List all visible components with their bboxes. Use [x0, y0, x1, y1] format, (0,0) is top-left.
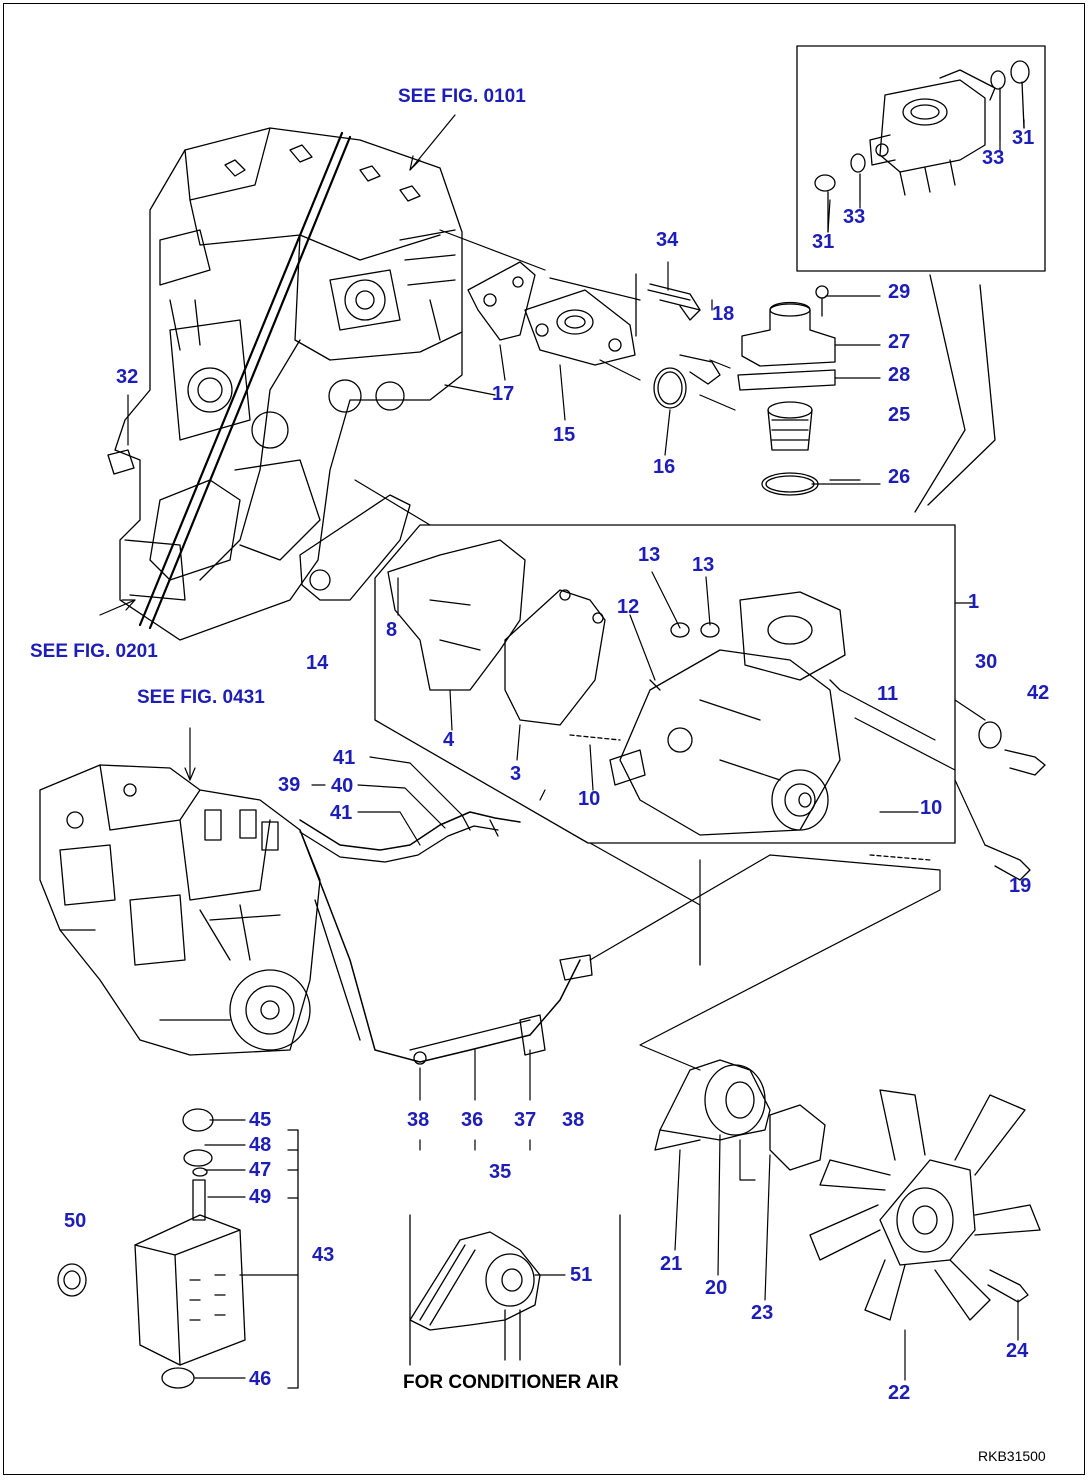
- part-label-4: 4: [443, 729, 455, 751]
- part-label-34: 34: [656, 229, 679, 251]
- hose-and-pipes: [299, 811, 593, 1065]
- injection-pump-illustration: [39, 764, 321, 1056]
- part-label-22: 22: [888, 1382, 911, 1404]
- part-label-24: 24: [1006, 1340, 1029, 1362]
- part-label-26: 26: [888, 466, 911, 488]
- part-label-19: 19: [1009, 875, 1032, 897]
- part-label-8: 8: [386, 619, 398, 641]
- part-label-16: 16: [653, 456, 676, 478]
- drawing-frame: [3, 3, 1085, 1475]
- part-label-41: 41: [333, 747, 356, 769]
- part-label-11: 11: [877, 683, 899, 705]
- part-label-10: 10: [578, 788, 601, 810]
- see-fig-0101-reference[interactable]: SEE FIG. 0101: [398, 86, 526, 107]
- see-fig-0201-reference[interactable]: SEE FIG. 0201: [30, 641, 158, 662]
- part-label-28: 28: [888, 364, 911, 386]
- thermostat-inset: [796, 45, 1046, 513]
- part-label-21: 21: [660, 1253, 683, 1275]
- part-label-47: 47: [249, 1159, 272, 1181]
- water-pump-group: [299, 494, 956, 861]
- part-label-38: 38: [562, 1109, 585, 1131]
- part-label-23: 23: [751, 1302, 774, 1324]
- part-label-25: 25: [888, 404, 911, 426]
- part-label-46: 46: [249, 1368, 272, 1390]
- filter-assembly: [57, 1108, 299, 1389]
- water-flange-parts: [467, 261, 721, 409]
- part-label-32: 32: [116, 366, 139, 388]
- part-label-27: 27: [888, 331, 911, 353]
- part-label-43: 43: [312, 1244, 335, 1266]
- part-label-18: 18: [712, 303, 735, 325]
- part-label-37: 37: [514, 1109, 537, 1131]
- conditioner-pulley: [409, 1214, 621, 1366]
- part-label-17: 17: [492, 383, 515, 405]
- part-label-29: 29: [888, 281, 911, 303]
- part-label-48: 48: [249, 1134, 272, 1156]
- part-label-41: 41: [330, 802, 353, 824]
- part-label-42: 42: [1027, 682, 1050, 704]
- part-label-13: 13: [638, 544, 661, 566]
- part-label-30: 30: [975, 651, 998, 673]
- part-label-15: 15: [553, 424, 576, 446]
- part-label-14: 14: [306, 652, 329, 674]
- part-label-39: 39: [278, 774, 301, 796]
- part-label-13: 13: [692, 554, 715, 576]
- part-label-40: 40: [331, 775, 354, 797]
- thermostat-parts: [737, 285, 836, 496]
- leader-lines: [99, 114, 1025, 1381]
- see-fig-0431-reference[interactable]: SEE FIG. 0431: [137, 687, 265, 708]
- part-label-3: 3: [510, 763, 522, 785]
- part-label-35: 35: [489, 1161, 512, 1183]
- part-label-33: 33: [982, 147, 1005, 169]
- part-label-20: 20: [705, 1277, 728, 1299]
- part-label-31: 31: [1012, 127, 1035, 149]
- part-label-1: 1: [968, 591, 980, 613]
- drawing-code: RKB31500: [978, 1448, 1046, 1464]
- engine-block-illustration: [107, 127, 463, 641]
- part-label-36: 36: [461, 1109, 484, 1131]
- part-label-45: 45: [249, 1109, 272, 1131]
- part-label-10: 10: [920, 797, 943, 819]
- part-label-31: 31: [812, 231, 835, 253]
- part-label-33: 33: [843, 206, 866, 228]
- bolts-right: [978, 721, 1046, 881]
- part-label-49: 49: [249, 1186, 272, 1208]
- part-label-51: 51: [570, 1264, 593, 1286]
- part-label-12: 12: [617, 596, 640, 618]
- fan-pulley-parts: [654, 1059, 1041, 1321]
- part-label-50: 50: [64, 1210, 87, 1232]
- part-label-38: 38: [407, 1109, 430, 1131]
- conditioner-air-caption: FOR CONDITIONER AIR: [403, 1372, 619, 1393]
